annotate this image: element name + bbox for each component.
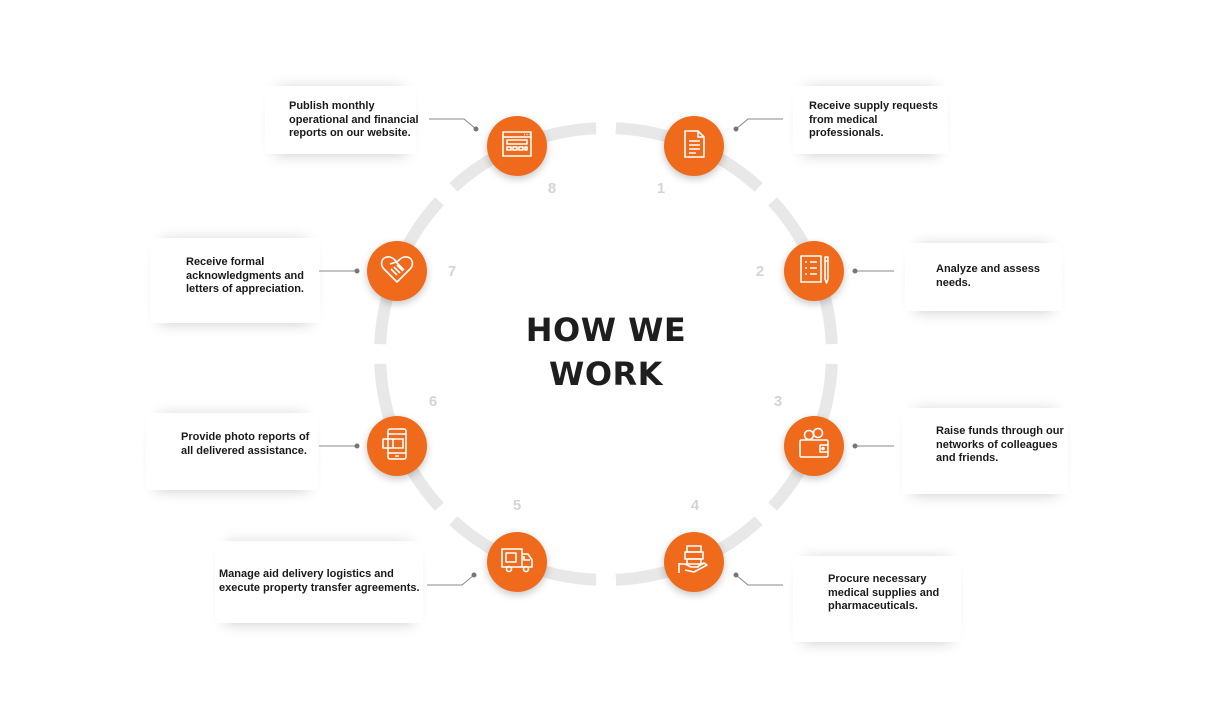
step-3-connector — [852, 443, 894, 449]
step-6-number: 6 — [428, 393, 438, 410]
step-4-circle — [664, 532, 724, 592]
step-4-card — [793, 556, 961, 642]
step-3-text: Raise funds through our networks of coll… — [936, 425, 1064, 464]
step-4-text: Procure necessary medical supplies and p… — [828, 573, 940, 612]
handshake-heart-icon — [378, 250, 416, 293]
title-line-2: WORK — [549, 355, 663, 393]
step-8-card — [265, 86, 416, 154]
step-2-circle — [784, 241, 844, 301]
step-1-circle — [664, 116, 724, 176]
step-6-circle — [367, 416, 427, 476]
step-7-text: Receive formal acknowledgments and lette… — [186, 256, 304, 295]
step-5-circle — [487, 532, 547, 592]
phone-photo-icon — [379, 426, 415, 467]
browser-icon — [499, 126, 535, 167]
wallet-icon — [796, 426, 832, 467]
title-line-1: HOW WE — [525, 311, 687, 349]
step-2-text: Analyze and assess needs. — [936, 263, 1040, 289]
step-2-card — [905, 243, 1062, 311]
diagram-title: HOW WE WORK — [486, 308, 726, 396]
step-2-connector — [852, 268, 894, 274]
step-8-number: 8 — [547, 180, 557, 197]
step-6-card — [146, 413, 318, 490]
step-7-connector — [319, 268, 360, 274]
step-5-text: Manage aid delivery logistics and execut… — [219, 568, 420, 594]
step-2-number: 2 — [755, 263, 765, 280]
step-8-circle — [487, 116, 547, 176]
step-3-circle — [784, 416, 844, 476]
step-5-number: 5 — [512, 497, 522, 514]
step-7-card — [150, 238, 320, 323]
step-4-connector — [733, 572, 783, 586]
step-5-connector — [427, 572, 477, 586]
step-5-card — [215, 541, 423, 623]
step-8-connector — [429, 118, 479, 132]
document-icon — [677, 127, 711, 166]
step-3-card — [902, 408, 1068, 494]
checklist-icon — [796, 251, 832, 292]
step-1-number: 1 — [656, 180, 666, 197]
step-1-card — [793, 86, 948, 154]
step-1-text: Receive supply requests from medical pro… — [809, 100, 939, 139]
step-6-connector — [319, 443, 360, 449]
step-4-number: 4 — [690, 497, 700, 514]
step-6-text: Provide photo reports of all delivered a… — [181, 431, 310, 457]
step-8-text: Publish monthly operational and financia… — [289, 100, 419, 139]
hand-boxes-icon — [676, 542, 712, 583]
step-7-number: 7 — [447, 263, 457, 280]
step-3-number: 3 — [773, 393, 783, 410]
truck-icon — [499, 542, 535, 583]
step-7-circle — [367, 241, 427, 301]
step-1-connector — [733, 118, 783, 132]
